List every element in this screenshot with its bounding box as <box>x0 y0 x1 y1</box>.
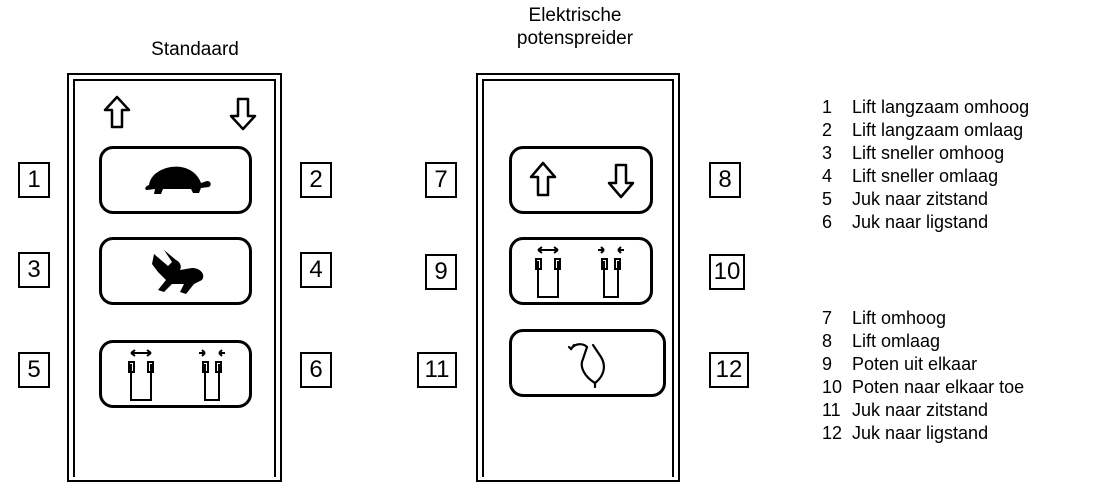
legend-text: Lift sneller omhoog <box>852 143 1005 163</box>
panel-electric-title-line2: potenspreider <box>516 28 634 49</box>
panel-standard-title: Standaard <box>151 39 239 60</box>
down-arrow-icon <box>229 97 257 131</box>
number-box-1: 1 <box>18 162 50 198</box>
number-box-4: 4 <box>300 252 332 288</box>
legend-number: 3 <box>822 143 833 163</box>
legend-number: 12 <box>822 423 843 443</box>
up-arrow-icon <box>103 95 131 129</box>
legend-text: Lift langzaam omhoog <box>852 97 1030 117</box>
number-box-6: 6 <box>300 352 332 388</box>
number-box-5: 5 <box>18 352 50 388</box>
legend-text: Poten naar elkaar toe <box>852 377 1025 397</box>
yoke-standard-button[interactable] <box>99 340 252 408</box>
legend-text: Juk naar ligstand <box>852 212 989 232</box>
legend-text: Lift omhoog <box>852 308 947 328</box>
number-box-9: 9 <box>425 254 457 290</box>
legend-number: 8 <box>822 331 833 351</box>
legend-number: 10 <box>822 377 843 397</box>
turtle-icon <box>145 166 211 194</box>
legend-text: Lift langzaam omlaag <box>852 120 1024 140</box>
legend-number: 5 <box>822 189 833 209</box>
legend-text: Lift sneller omlaag <box>852 166 999 186</box>
legend-text: Juk naar zitstand <box>852 189 989 209</box>
legend-text: Juk naar ligstand <box>852 423 989 443</box>
number-box-8: 8 <box>709 162 741 198</box>
legend-number: 1 <box>822 97 833 117</box>
number-box-3: 3 <box>18 252 50 288</box>
legend-number: 2 <box>822 120 833 140</box>
legend-number: 11 <box>822 400 841 420</box>
legend-text: Lift omlaag <box>852 331 941 351</box>
legs-spread-button[interactable] <box>509 237 653 305</box>
panel-standard-inner-frame <box>73 79 276 477</box>
up-down-arrows-icon <box>529 161 635 199</box>
legend-number: 9 <box>822 354 833 374</box>
yoke-electric-button[interactable] <box>509 329 666 397</box>
legs-spread-icon <box>128 349 225 401</box>
number-box-2: 2 <box>300 162 332 198</box>
legs-spread-icon <box>535 246 624 298</box>
lift-up-down-button[interactable] <box>509 146 653 214</box>
legend-text: Poten uit elkaar <box>852 354 978 374</box>
legend-number: 6 <box>822 212 833 232</box>
rabbit-icon <box>152 250 204 294</box>
panel-electric-title-line1: Elektrische <box>528 5 622 26</box>
legend-number: 4 <box>822 166 833 186</box>
panel-electric-inner-frame <box>482 79 674 477</box>
number-box-11: 11 <box>417 352 457 388</box>
legend-text: Juk naar zitstand <box>852 400 989 420</box>
number-box-12: 12 <box>709 352 749 388</box>
yoke-icon <box>567 343 605 389</box>
legend-number: 7 <box>822 308 833 328</box>
number-box-7: 7 <box>425 162 457 198</box>
number-box-10: 10 <box>709 254 745 290</box>
